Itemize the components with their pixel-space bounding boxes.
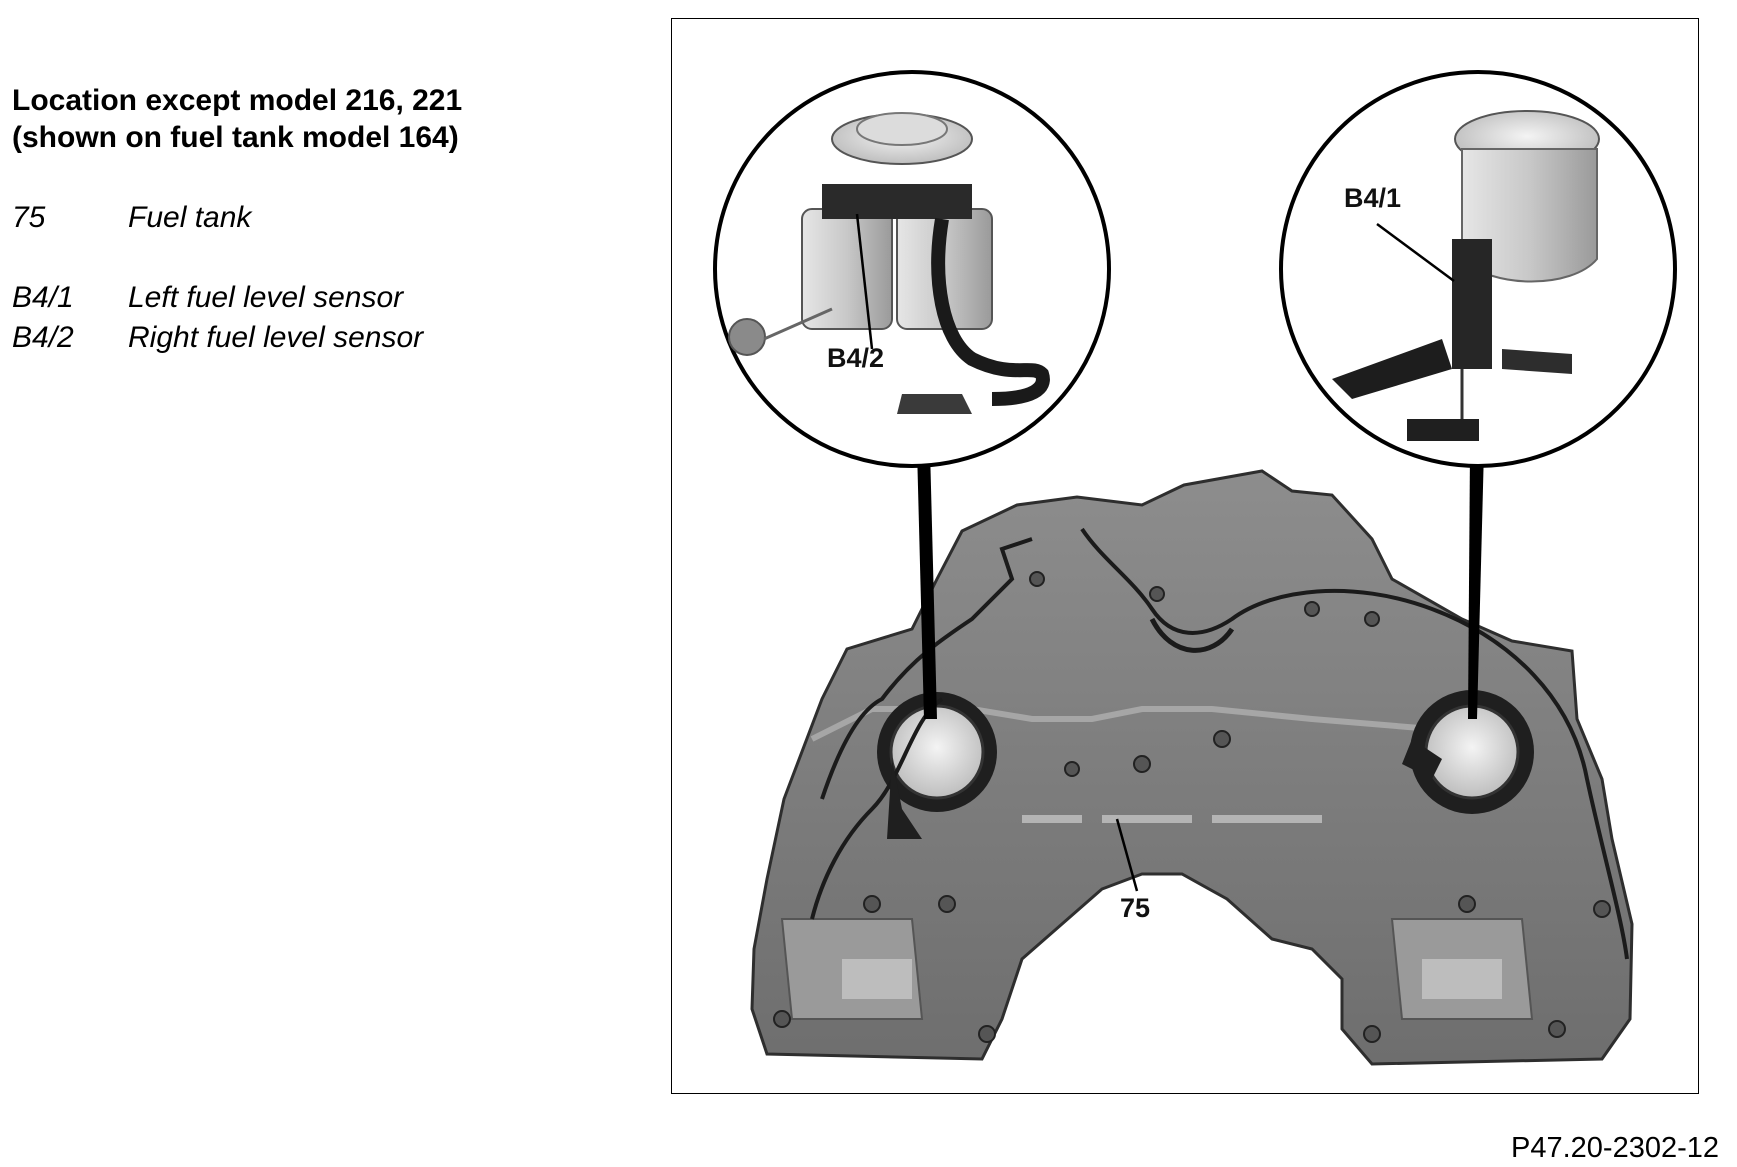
callout-b4-1: B4/1 [1344,183,1401,213]
legend-item-code: 75 [12,201,46,234]
right-detail-pointer [1468,449,1484,719]
legend-list: 75 Fuel tank B4/1 Left fuel level sensor… [12,198,612,358]
left-detail-circle [713,70,1111,468]
legend: Location except model 216, 221 (shown on… [12,82,612,358]
legend-item-code: B4/1 [12,281,74,314]
left-detail-pointer [917,449,937,719]
callout-b4-2: B4/2 [827,343,884,373]
right-detail-circle [1279,70,1677,468]
legend-title-line-1: Location except model 216, 221 [12,84,463,117]
legend-item-text: Right fuel level sensor [128,321,424,354]
callout-75: 75 [1120,893,1150,923]
legend-item-right-sensor: B4/2 Right fuel level sensor [12,318,612,358]
figure-code: P47.20-2302-12 [1511,1132,1719,1164]
fuel-tank [750,469,1634,1066]
legend-title-line-2: (shown on fuel tank model 164) [12,121,459,154]
legend-item-text: Fuel tank [128,201,252,234]
legend-item-text: Left fuel level sensor [128,281,404,314]
figure-frame: B4/2 B4/1 75 [671,18,1699,1094]
tank-leader-line [1115,818,1139,892]
legend-item-code: B4/2 [12,321,74,354]
legend-item-fuel-tank: 75 Fuel tank [12,198,612,238]
legend-item-left-sensor: B4/1 Left fuel level sensor [12,278,612,318]
fuel-tank-diagram: B4/2 B4/1 75 [713,70,1677,1066]
